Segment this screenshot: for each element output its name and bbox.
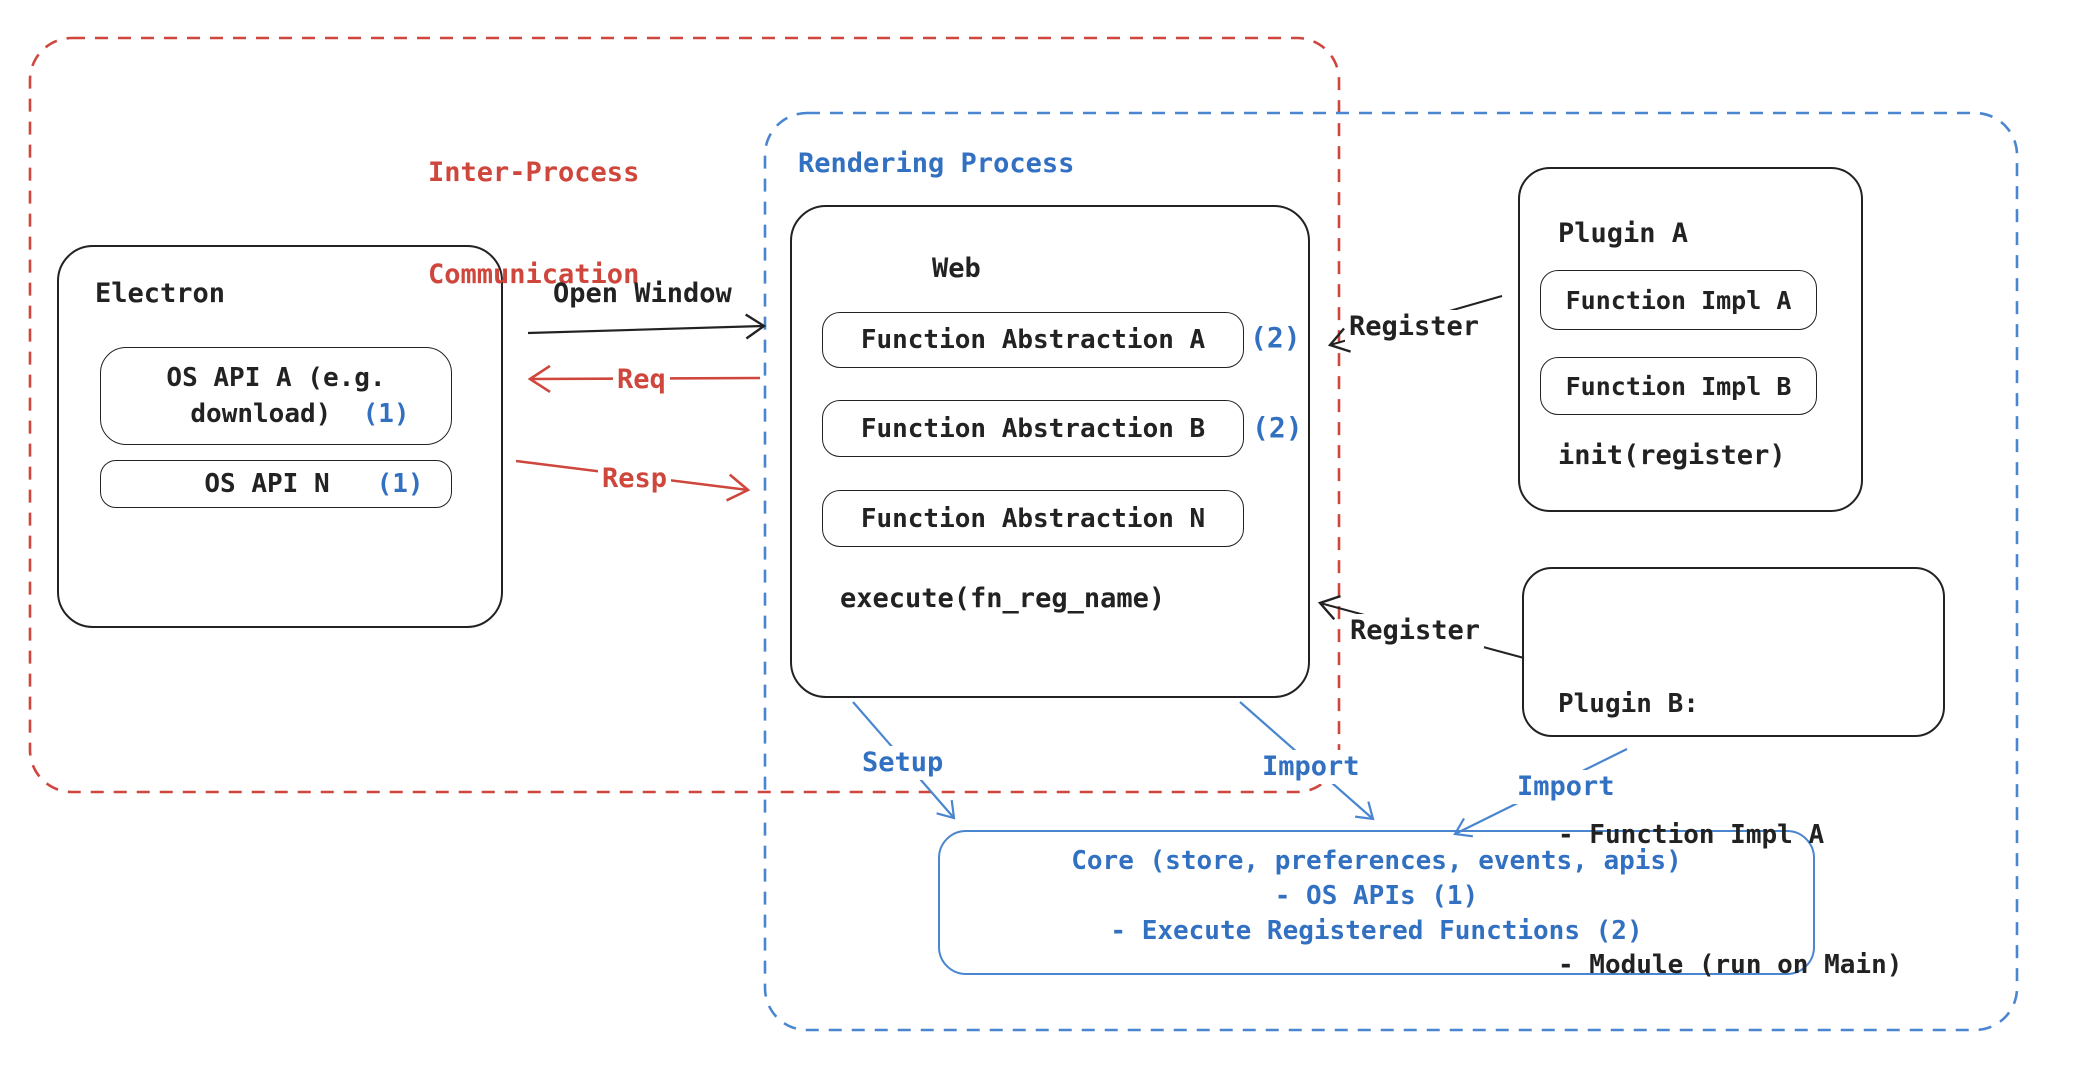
plugin-b-item-2: - Module (run on Main): [1558, 950, 1903, 980]
electron-title: Electron: [95, 278, 226, 309]
function-abstraction-a-box: Function Abstraction A: [822, 312, 1244, 368]
os-api-a-box: OS API A (e.g. download) (1): [100, 347, 452, 445]
execute-label: execute(fn_reg_name): [840, 583, 1166, 614]
resp-label: Resp: [598, 462, 672, 496]
function-impl-b-box: Function Impl B: [1540, 357, 1817, 415]
function-abstraction-b-box: Function Abstraction B: [822, 400, 1244, 457]
core-box: Core (store, preferences, events, apis) …: [938, 830, 1815, 975]
setup-label: Setup: [858, 746, 948, 780]
os-api-a-badge: (1): [362, 399, 410, 429]
register-plugin-b-label: Register: [1346, 614, 1485, 648]
os-api-n-row: OS API N (1): [204, 469, 424, 499]
import-web-label: Import: [1258, 750, 1364, 784]
import-plugin-b-label: Import: [1513, 770, 1619, 804]
plugin-b-text: Plugin B: - Function Impl A - Module (ru…: [1558, 596, 1902, 1066]
function-impl-a-box: Function Impl A: [1540, 270, 1817, 330]
register-plugin-a-label: Register: [1345, 310, 1484, 344]
os-api-n-badge: (1): [376, 469, 424, 499]
req-label: Req: [613, 363, 670, 397]
plugin-b-title: Plugin B:: [1558, 689, 1699, 719]
rendering-region-border: [763, 111, 2019, 1032]
os-api-a-line1: OS API A (e.g.: [166, 363, 386, 393]
function-abstraction-b-badge: (2): [1252, 411, 1303, 444]
electron-box: Electron OS API A (e.g. download) (1) OS…: [57, 245, 503, 628]
core-line-1: Core (store, preferences, events, apis): [1071, 846, 1682, 876]
os-api-a-line2: download) (1): [190, 399, 410, 429]
rendering-region-title: Rendering Process: [798, 148, 1075, 179]
function-abstraction-n-box: Function Abstraction N: [822, 490, 1244, 547]
ipc-region-title: Inter-Process Communication: [428, 88, 639, 360]
os-api-n-box: OS API N (1): [100, 460, 452, 508]
plugin-b-box: [1522, 567, 1945, 737]
function-abstraction-a-badge: (2): [1250, 321, 1301, 354]
core-line-3: - Execute Registered Functions (2): [1110, 916, 1643, 946]
web-title: Web: [932, 253, 981, 284]
core-line-2: - OS APIs (1): [1274, 881, 1479, 911]
open-window-label: Open Window: [553, 278, 732, 309]
plugin-b-item-1: - Function Impl A: [1558, 819, 1825, 850]
web-box: Web Function Abstraction A Function Abst…: [790, 205, 1310, 698]
ipc-title-line1: Inter-Process: [428, 157, 640, 188]
plugin-a-box: Plugin A Function Impl A Function Impl B…: [1518, 167, 1863, 512]
ipc-title-line2: Communication: [428, 259, 640, 290]
plugin-a-title: Plugin A: [1558, 218, 1689, 249]
init-register-label: init(register): [1558, 440, 1786, 471]
